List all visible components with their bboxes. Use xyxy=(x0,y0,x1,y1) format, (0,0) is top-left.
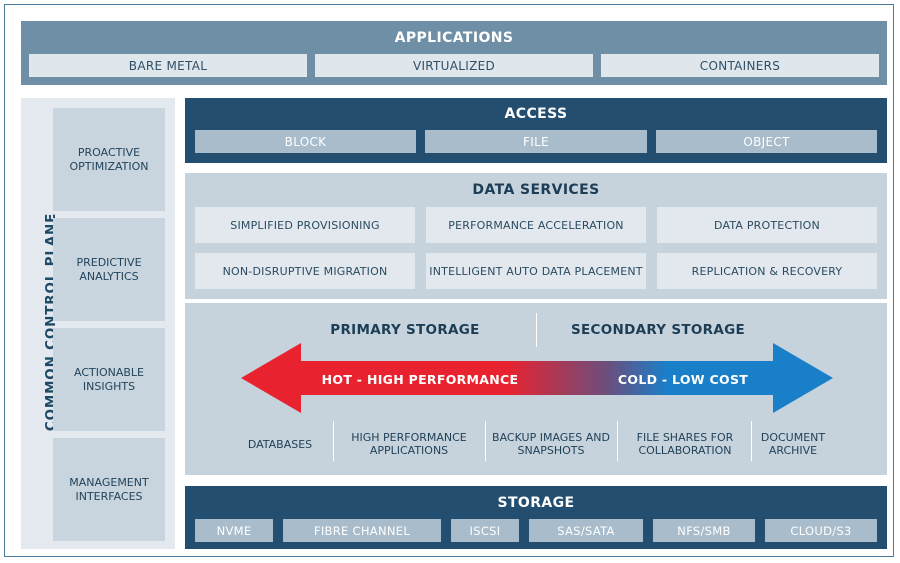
storage-band: STORAGE NVME FIBRE CHANNEL ISCSI SAS/SAT… xyxy=(185,486,887,549)
storage-fibre-channel: FIBRE CHANNEL xyxy=(283,519,441,542)
app-bare-metal: BARE METAL xyxy=(29,54,307,77)
access-object: OBJECT xyxy=(656,130,877,153)
access-title: ACCESS xyxy=(504,106,568,122)
ds-intelligent-auto-placement: INTELLIGENT AUTO DATA PLACEMENT xyxy=(426,253,646,289)
control-predictive-analytics: PREDICTIVE ANALYTICS xyxy=(53,218,165,321)
access-file: FILE xyxy=(425,130,647,153)
storage-tiering-panel: PRIMARY STORAGE SECONDARY STORAGE HOT - … xyxy=(185,303,887,475)
control-actionable-insights: ACTIONABLE INSIGHTS xyxy=(53,328,165,431)
common-control-plane: COMMON CONTROL PLANE PROACTIVE OPTIMIZAT… xyxy=(21,98,175,549)
heading-divider xyxy=(536,313,537,347)
use-divider xyxy=(617,421,618,461)
applications-band: APPLICATIONS BARE METAL VIRTUALIZED CONT… xyxy=(21,21,887,85)
use-backup-images: BACKUP IMAGES AND SNAPSHOTS xyxy=(492,431,610,457)
ds-replication-recovery: REPLICATION & RECOVERY xyxy=(657,253,877,289)
ds-performance-acceleration: PERFORMANCE ACCELERATION xyxy=(426,207,646,243)
hot-cold-arrow xyxy=(241,343,833,413)
app-virtualized: VIRTUALIZED xyxy=(315,54,593,77)
app-containers: CONTAINERS xyxy=(601,54,879,77)
use-document-archive: DOCUMENT ARCHIVE xyxy=(760,431,826,457)
storage-cloud-s3: CLOUD/S3 xyxy=(765,519,877,542)
arrow-shape xyxy=(241,343,833,413)
cold-label: COLD - LOW COST xyxy=(617,371,749,387)
use-databases: DATABASES xyxy=(247,437,313,451)
use-divider xyxy=(751,421,752,461)
data-services-panel: DATA SERVICES SIMPLIFIED PROVISIONING PE… xyxy=(185,173,887,299)
access-block: BLOCK xyxy=(195,130,416,153)
use-divider xyxy=(485,421,486,461)
hot-label: HOT - HIGH PERFORMANCE xyxy=(321,371,519,387)
control-management-interfaces: MANAGEMENT INTERFACES xyxy=(53,438,165,541)
storage-nfs-smb: NFS/SMB xyxy=(653,519,755,542)
use-file-shares: FILE SHARES FOR COLLABORATION xyxy=(636,431,734,457)
storage-title: STORAGE xyxy=(497,495,575,511)
use-high-performance-apps: HIGH PERFORMANCE APPLICATIONS xyxy=(351,431,467,457)
control-proactive-optimization: PROACTIVE OPTIMIZATION xyxy=(53,108,165,211)
primary-storage-heading: PRIMARY STORAGE xyxy=(330,322,480,338)
storage-nvme: NVME xyxy=(195,519,273,542)
storage-sas-sata: SAS/SATA xyxy=(529,519,643,542)
secondary-storage-heading: SECONDARY STORAGE xyxy=(570,322,746,338)
storage-iscsi: ISCSI xyxy=(451,519,519,542)
applications-title: APPLICATIONS xyxy=(394,30,514,46)
use-divider xyxy=(333,421,334,461)
ds-non-disruptive-migration: NON-DISRUPTIVE MIGRATION xyxy=(195,253,415,289)
data-services-title: DATA SERVICES xyxy=(472,182,600,198)
ds-data-protection: DATA PROTECTION xyxy=(657,207,877,243)
diagram-frame: APPLICATIONS BARE METAL VIRTUALIZED CONT… xyxy=(4,4,894,557)
ds-simplified-provisioning: SIMPLIFIED PROVISIONING xyxy=(195,207,415,243)
access-band: ACCESS BLOCK FILE OBJECT xyxy=(185,98,887,163)
